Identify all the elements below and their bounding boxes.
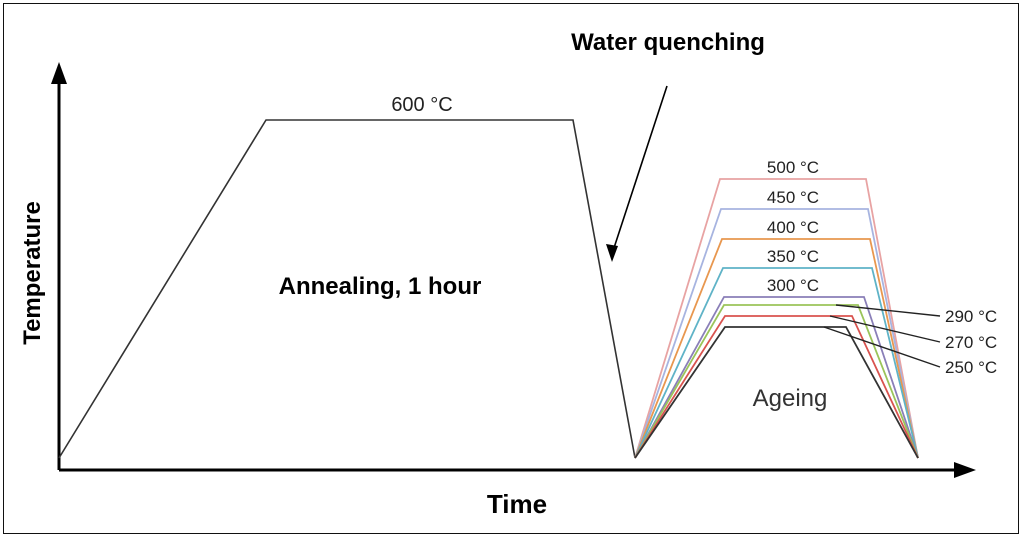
water-quenching-arrow	[611, 85, 668, 255]
ageing-label-leader-line	[829, 315, 941, 343]
x-axis-label: Time	[487, 489, 547, 519]
ageing-curve-label: 500 °C	[767, 158, 819, 177]
diagram-border	[3, 3, 1019, 534]
ageing-curve	[634, 208, 919, 459]
ageing-curve-label: 450 °C	[767, 188, 819, 207]
y-axis-label: Temperature	[19, 201, 46, 345]
ageing-curve	[634, 267, 919, 459]
ageing-curves: 500 °C 450 °C 400 °C 350 °C 300 °C 290 °C 270 …	[634, 158, 997, 459]
ageing-curve-label: 250 °C	[945, 358, 997, 377]
ageing-curve	[634, 178, 919, 459]
ageing-label-leader-line	[835, 304, 941, 317]
ageing-curve-label: 350 °C	[767, 247, 819, 266]
ageing-curve	[634, 304, 919, 459]
annealing-label: Annealing, 1 hour	[279, 273, 482, 300]
ageing-curve	[634, 296, 919, 459]
x-axis-arrowhead	[954, 462, 976, 478]
annealing-profile-line	[58, 119, 636, 459]
annealing-temperature-label: 600 °C	[391, 94, 452, 116]
ageing-curve	[634, 315, 919, 459]
ageing-curve-label: 300 °C	[767, 276, 819, 295]
ageing-curve-label: 270 °C	[945, 333, 997, 352]
ageing-label: Ageing	[753, 385, 828, 412]
ageing-curve	[634, 326, 919, 459]
ageing-curve-label: 400 °C	[767, 218, 819, 237]
y-axis-arrowhead	[51, 62, 67, 84]
water-quenching-label: Water quenching	[571, 29, 765, 56]
ageing-label-leader-line	[823, 326, 941, 368]
water-quenching-arrowhead	[606, 244, 618, 262]
ageing-curve-label: 290 °C	[945, 307, 997, 326]
ageing-curve	[634, 238, 919, 459]
